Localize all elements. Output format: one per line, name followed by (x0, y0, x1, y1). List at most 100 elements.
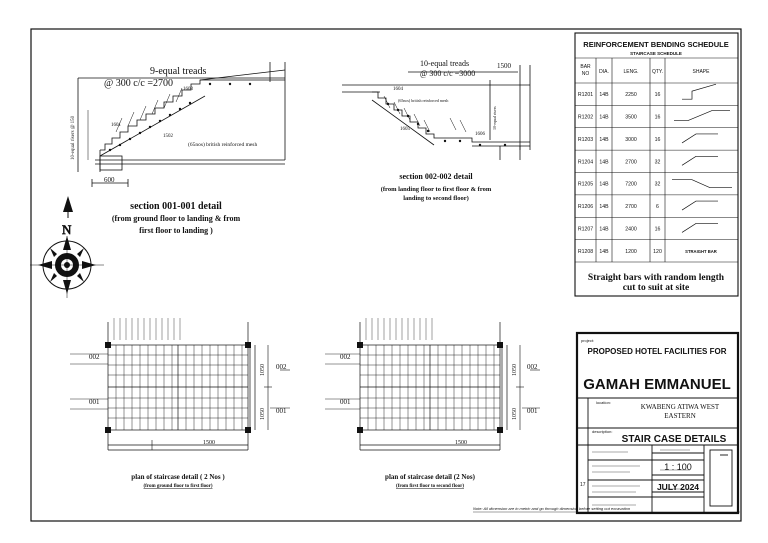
schedule-cell-qty: 16 (655, 92, 661, 98)
s2-dim-right: 1500 (497, 62, 512, 70)
schedule-cell-bar: R1208 (578, 249, 593, 255)
drawing-date: JULY 2024 (657, 482, 699, 492)
p2-marker-top: 002 (340, 353, 351, 361)
schedule-cell-qty: 6 (656, 204, 659, 210)
p2-dim-right-1: 1050 (512, 364, 518, 376)
schedule-cell-qty: 16 (655, 226, 661, 232)
p1-marker-top: 002 (89, 353, 100, 361)
straight-bar-label: STRAIGHT BAR (685, 249, 717, 254)
reinforcement-schedule: REINFORCEMENT BENDING SCHEDULE STAIRCASE… (574, 32, 739, 297)
s1-treads: 9-equal treads (150, 66, 206, 77)
schedule-header-cell: BAR (580, 64, 591, 70)
schedule-cell-bar: R1202 (578, 115, 593, 121)
project-name: PROPOSED HOTEL FACILITIES FOR (588, 347, 727, 356)
schedule-title: REINFORCEMENT BENDING SCHEDULE (583, 40, 728, 49)
s2-treads: 10-equal treads (420, 59, 469, 68)
schedule-cell-dia: 14B (599, 137, 609, 143)
sheet-number: 17 (580, 482, 586, 488)
schedule-cell-dia: 14B (599, 115, 609, 121)
description: STAIR CASE DETAILS (622, 434, 727, 445)
p1-marker-mid: 001 (89, 398, 100, 406)
s2-mesh-note: (65nos) british reinforced mesh (398, 98, 448, 103)
schedule-cell-leng: 7200 (625, 182, 637, 188)
schedule-header-cell: QTY. (652, 69, 663, 75)
p2-subtitle: (from first floor to second floor) (396, 484, 464, 489)
schedule-cell-qty: 32 (655, 182, 661, 188)
schedule-cell-qty: 16 (655, 137, 661, 143)
s1-subtitle-1: (from ground floor to landing & from (112, 214, 241, 223)
schedule-header-cell: SHAPE (693, 69, 711, 75)
p2-marker-mid: 001 (340, 398, 351, 406)
s2-subtitle-1: (from landing floor to first floor & fro… (381, 186, 492, 193)
s1-spacing: @ 300 c/c =2700 (104, 78, 173, 89)
schedule-cell-bar: R1203 (578, 137, 593, 143)
s1-label-top: 1603 (183, 87, 194, 92)
s1-riser-note: 10-equal risers @ 150 (71, 115, 76, 160)
p1-title: plan of staircase detail ( 2 Nos ) (131, 473, 225, 481)
p2-title: plan of staircase detail (2 Nos) (385, 473, 476, 481)
sheet-border (30, 28, 742, 522)
footer-note: Note: All dimension are in metric and go… (473, 506, 631, 511)
p1-dim-right-1: 1050 (260, 364, 266, 376)
schedule-cell-bar: R1207 (578, 226, 593, 232)
north-letter: N (62, 222, 72, 237)
schedule-cell-dia: 14B (599, 249, 609, 255)
schedule-header-cell: LENG. (623, 69, 638, 75)
p1-dim-right-2: 1050 (260, 408, 266, 420)
schedule-cell-leng: 2250 (625, 92, 637, 98)
schedule-cell-leng: 1200 (625, 249, 637, 255)
schedule-note-line-2: cut to suit at site (623, 283, 690, 293)
bar-shape-icon (681, 223, 718, 233)
title-block: project: PROPOSED HOTEL FACILITIES FOR G… (575, 331, 740, 515)
section-002-detail: 10-equal treads @ 300 c/c =3000 1500 160… (342, 59, 531, 202)
schedule-cell-dia: 14B (599, 204, 609, 210)
p2-marker-right-top: 002 (527, 363, 538, 371)
schedule-cell-bar: R1206 (578, 204, 593, 210)
p1-marker-right-top: 002 (276, 363, 287, 371)
s1-label-mid: 1601 (111, 123, 122, 128)
project-label: project: (581, 338, 594, 343)
schedule-cell-dia: 14B (599, 182, 609, 188)
schedule-cell-dia: 14B (599, 159, 609, 165)
plan-staircase-2: 1500 1050 1050 002 001 002 001 plan of s… (325, 318, 540, 489)
bar-shape-icon (681, 133, 718, 144)
s1-label-low: 1502 (163, 134, 174, 139)
description-label: description: (592, 429, 612, 434)
s2-riser-note: 10-equal risers (492, 106, 497, 130)
schedule-note-line-1: Straight bars with random length (588, 273, 725, 283)
schedule-cell-bar: R1201 (578, 92, 593, 98)
scale: 1 : 100 (664, 462, 692, 472)
schedule-cell-leng: 2700 (625, 204, 637, 210)
p1-subtitle: (from ground floor to first floor) (143, 484, 212, 489)
schedule-cell-leng: 3000 (625, 137, 637, 143)
s1-subtitle-2: first floor to landing ) (139, 226, 213, 235)
s1-dim-bottom: 600 (104, 176, 115, 184)
p2-dim-right-2: 1050 (512, 408, 518, 420)
s1-title: section 001-001 detail (130, 201, 222, 212)
section-001-detail: 9-equal treads @ 300 c/c =2700 1603 1601… (71, 62, 286, 235)
bar-shape-icon (681, 200, 718, 211)
location-line-2: EASTERN (664, 412, 696, 420)
schedule-cell-bar: R1205 (578, 182, 593, 188)
s2-subtitle-2: landing to second floor) (403, 195, 469, 202)
s2-title: section 002-002 detail (399, 172, 473, 181)
client-name: GAMAH EMMANUEL (583, 376, 731, 393)
schedule-cell-leng: 2400 (625, 226, 637, 232)
schedule-header-cell: NO (582, 71, 590, 77)
p1-marker-right-bottom: 001 (276, 407, 287, 415)
bar-shape-icon (681, 155, 718, 166)
bar-shape-icon (682, 83, 717, 100)
p2-dim-bottom: 1500 (455, 440, 467, 446)
plan-staircase-1: 1500 1050 1050 002 001 002 001 plan of s… (70, 318, 290, 489)
location-line-1: KWABENG ATIWA WEST (641, 403, 720, 411)
schedule-cell-leng: 3500 (625, 115, 637, 121)
bar-shape-icon (672, 179, 732, 189)
p1-dim-bottom: 1500 (203, 440, 215, 446)
schedule-cell-bar: R1204 (578, 159, 593, 165)
schedule-cell-qty: 120 (653, 249, 662, 255)
compass-icon: N (30, 196, 104, 298)
s2-spacing: @ 300 c/c =3000 (420, 69, 475, 78)
